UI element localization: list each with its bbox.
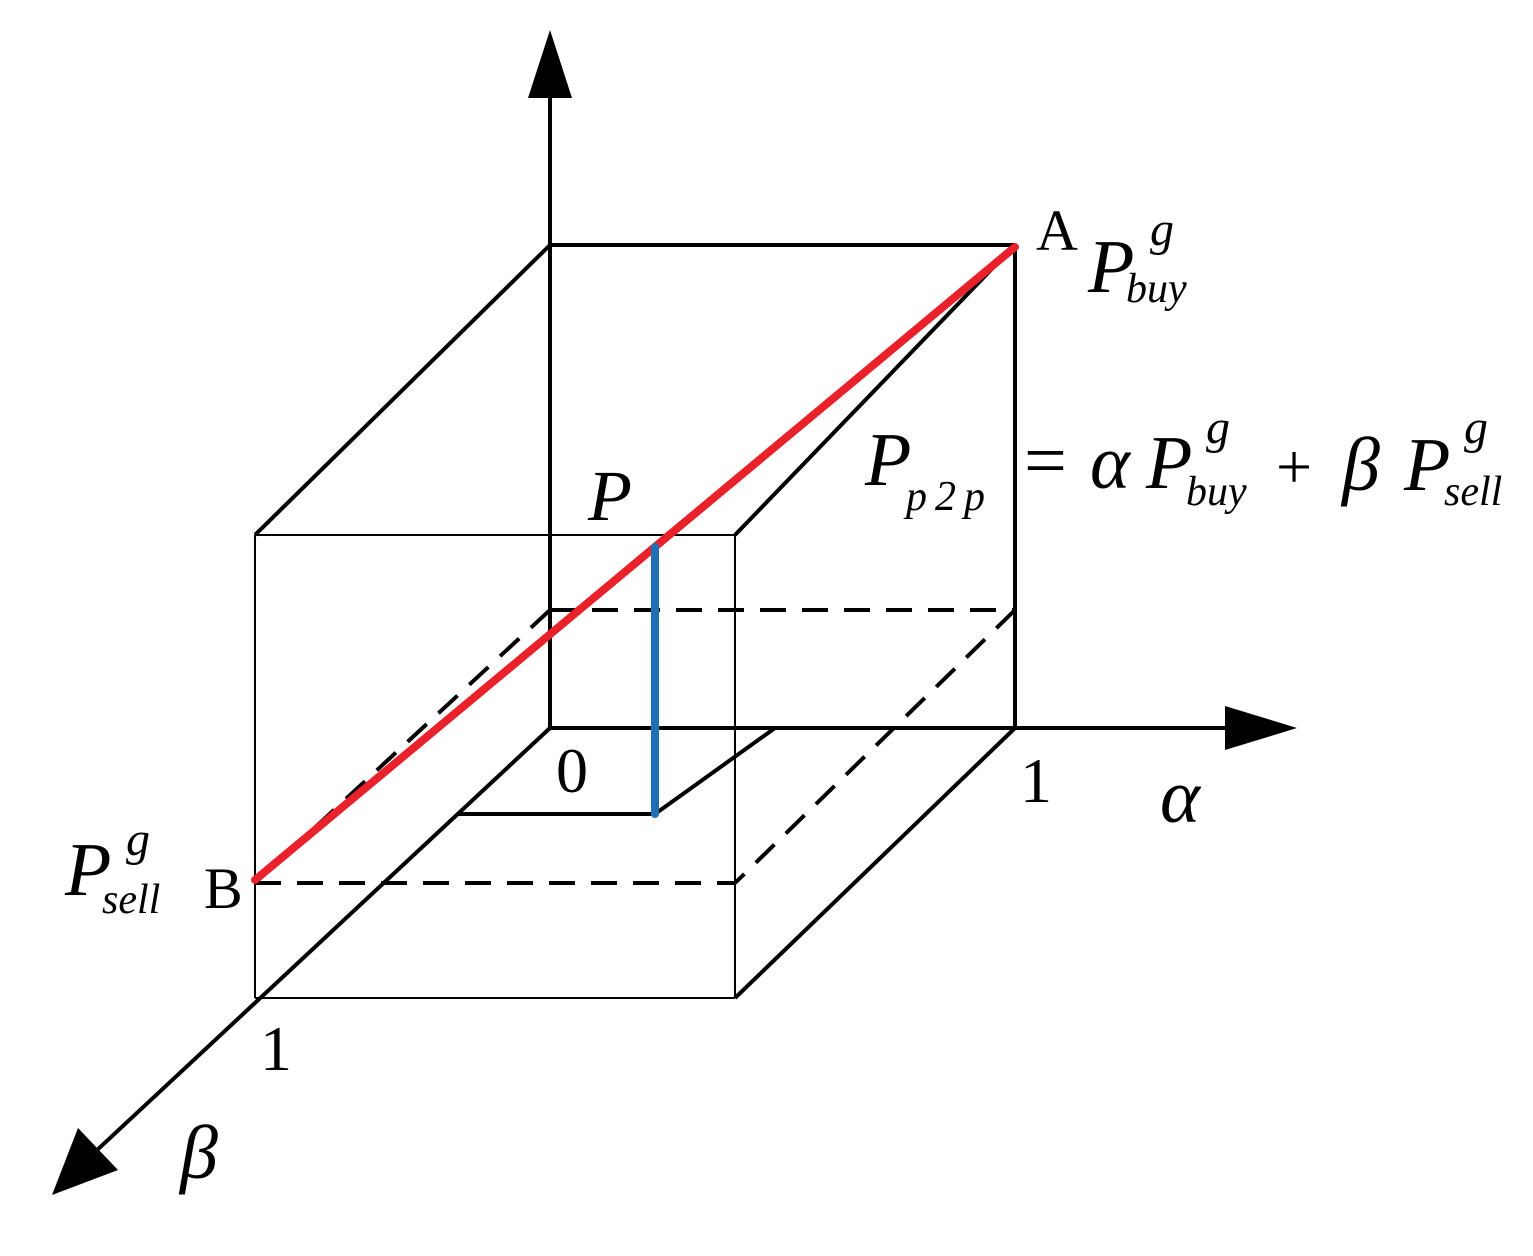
equation-beta: β [1340, 423, 1380, 507]
equation-term2-symbol: P [1403, 423, 1450, 507]
alpha-axis-arrowhead [1225, 706, 1297, 750]
point-a-label: A [1036, 198, 1078, 263]
equation-lhs-symbol: P [864, 418, 911, 502]
equation-term1-subscript: buy [1186, 469, 1247, 515]
dashed-right-diagonal [733, 608, 1017, 885]
price-sell-superscript: g [126, 813, 150, 866]
equation-term2-superscript: g [1464, 401, 1488, 454]
equation-lhs-subscript: p2p [903, 474, 993, 520]
equation-equals: = [1024, 419, 1067, 503]
price-sell-label: P g sell [64, 813, 160, 923]
alpha-axis-label: α [1160, 755, 1202, 839]
vertical-axis-arrowhead [528, 30, 572, 98]
price-buy-symbol: P [1087, 225, 1134, 309]
dashed-guides [253, 608, 1017, 885]
beta-axis [93, 726, 552, 1154]
floor-front-diagonal [733, 726, 1017, 1000]
point-p-label: P [587, 456, 632, 536]
point-b-label: B [204, 856, 243, 921]
axis-arrowheads [52, 30, 1297, 1195]
price-sell-subscript: sell [102, 877, 160, 923]
equation-term1-superscript: g [1206, 401, 1230, 454]
price-buy-subscript: buy [1126, 266, 1187, 312]
front-box-edges [254, 534, 736, 999]
equation-term1-symbol: P [1145, 421, 1192, 505]
origin-label: 0 [556, 735, 588, 806]
beta-axis-arrowhead [52, 1128, 118, 1195]
top-left-edge [253, 243, 552, 537]
alpha-tick-label: 1 [1020, 745, 1052, 816]
line-a-to-b [251, 243, 1019, 884]
equation-term2-subscript: sell [1444, 469, 1502, 515]
floor-edges [458, 726, 1017, 1000]
inner-floor-diagonal [653, 726, 777, 816]
dashed-left-diagonal [253, 608, 552, 885]
equation-alpha: α [1090, 421, 1132, 505]
equation-plus: + [1276, 431, 1312, 502]
back-box-edges [253, 243, 1017, 728]
price-sell-symbol: P [64, 828, 111, 912]
beta-axis-label: β [178, 1111, 218, 1195]
top-right-diagonal [733, 243, 1017, 537]
price-buy-superscript: g [1150, 203, 1174, 256]
price-buy-label: P g buy [1087, 203, 1187, 312]
beta-tick-label: 1 [260, 1013, 292, 1084]
price-equation: P p2p = α P g buy + β P g sell [864, 401, 1502, 520]
